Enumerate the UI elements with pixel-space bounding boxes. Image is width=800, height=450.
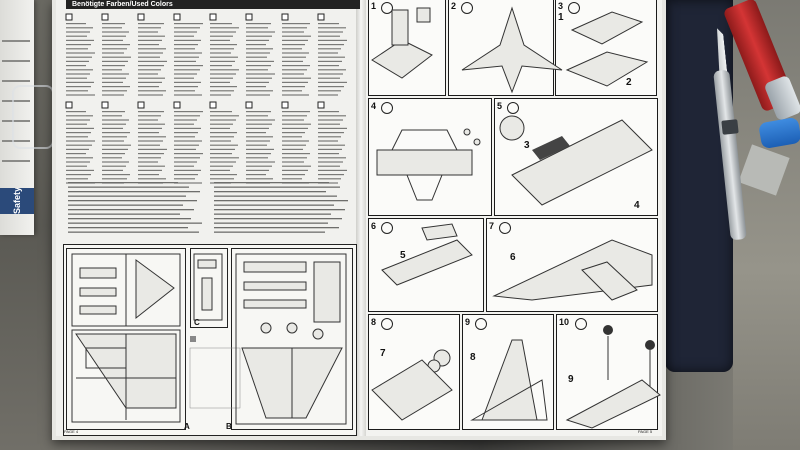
sprue-a-parts [71,253,181,423]
step-number-1: 1 [371,1,377,11]
glue-icon [381,2,393,14]
step-number-9: 9 [465,317,471,327]
sprue-b-parts [235,253,347,425]
glue-icon [575,318,587,330]
step-number-4: 4 [371,101,377,111]
sheet-text-line [2,120,30,122]
sprue-label-a: A [184,422,190,431]
glue-icon [381,102,393,114]
clear-sprue-frame [12,85,54,149]
page-number-right: PAGE 5 [638,429,653,434]
diagram-label: 5 [400,250,406,261]
sheet-text-line [2,60,30,62]
colors-header: Benötigte Farben/Used Colors [66,0,360,9]
step-number-2: 2 [451,1,457,11]
sprue-label-c: C [194,318,200,327]
paint-icon [507,102,519,114]
diagram-label: 2 [626,77,632,88]
hobby-knife-grip [721,119,739,135]
step-number-6: 6 [371,221,377,231]
step-number-8: 8 [371,317,377,327]
diagram-label: 3 [524,140,530,151]
sprue-c-parts [193,253,223,321]
sprue-label-b: B [226,422,232,431]
safety-label: Safety [0,188,34,214]
assembly-drawings [371,6,661,429]
step-number-5: 5 [497,101,503,111]
diagram-label: 1 [558,12,564,23]
step-number-10: 10 [559,317,570,327]
glue-icon [568,2,580,14]
glue-icon [381,222,393,234]
diagram-label: 9 [568,374,574,385]
diagram-label: 8 [470,352,476,363]
glue-icon [461,2,473,14]
glue-icon [475,318,487,330]
sheet-text-line [2,160,30,162]
sheet-text-line [2,80,30,82]
glue-icon [381,318,393,330]
glue-icon [499,222,511,234]
diagram-label: 4 [634,200,640,211]
sheet-text-line [2,40,30,42]
booklet-spine [356,0,366,436]
sprue-drawings [71,253,347,425]
step-number-3: 3 [558,1,564,11]
color-chart [65,13,348,233]
diagram-label: 6 [510,252,516,263]
diagram-label: 7 [380,348,386,359]
step-number-7: 7 [489,221,495,231]
page-number-left: PAGE 4 [64,429,79,434]
sheet-text-line [2,100,30,102]
